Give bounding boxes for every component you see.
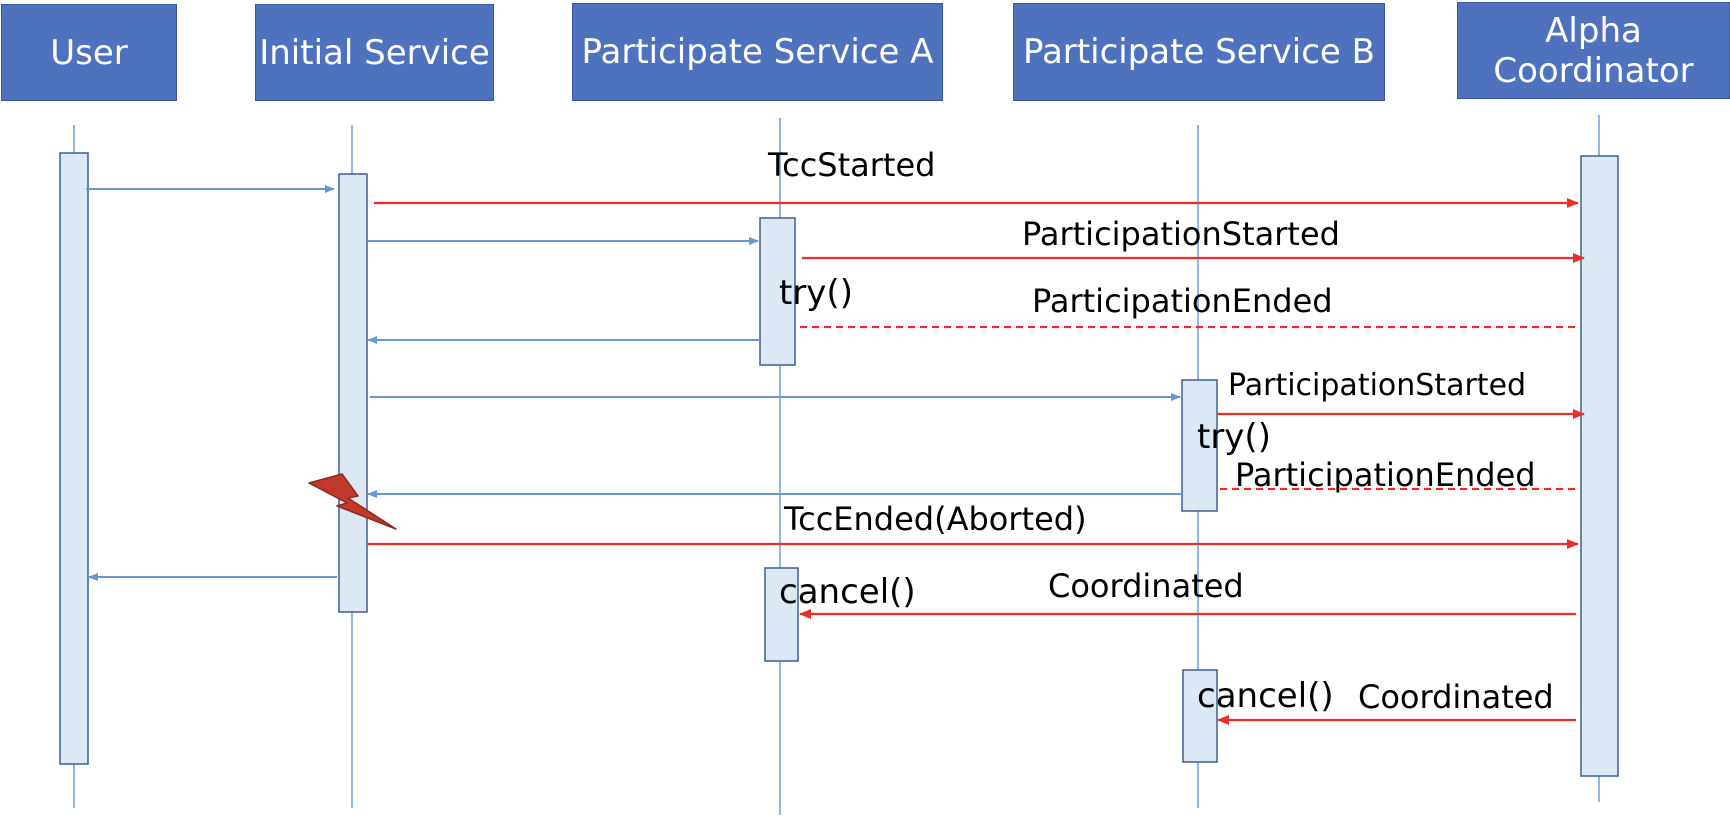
label-a-try: try() <box>779 273 853 313</box>
label-tcc-ended: TccEnded(Aborted) <box>784 500 1087 538</box>
label-b-coordinated: Coordinated <box>1358 678 1554 716</box>
label-a-participation-started: ParticipationStarted <box>1022 215 1340 253</box>
participant-service-a: Participate Service A <box>572 3 943 101</box>
label-a-coordinated: Coordinated <box>1048 567 1244 605</box>
participant-alpha-coordinator: Alpha Coordinator <box>1457 2 1730 99</box>
lightning-bolt-icon <box>308 473 397 530</box>
label-a-participation-ended: ParticipationEnded <box>1032 282 1333 320</box>
participant-service-b: Participate Service B <box>1013 3 1385 101</box>
participant-initial-service-label: Initial Service <box>259 32 490 73</box>
label-b-participation-ended: ParticipationEnded <box>1235 456 1536 494</box>
participant-user: User <box>1 4 177 101</box>
activation-service-a-cancel <box>764 567 799 662</box>
label-b-cancel: cancel() <box>1197 676 1334 716</box>
participant-alpha-coordinator-label: Alpha Coordinator <box>1493 10 1694 91</box>
label-a-cancel: cancel() <box>779 572 916 612</box>
participant-service-a-label: Participate Service A <box>581 32 934 72</box>
participant-user-label: User <box>50 32 128 73</box>
activation-user <box>59 152 89 765</box>
activation-service-a-try <box>759 217 796 366</box>
participant-service-b-label: Participate Service B <box>1023 32 1375 72</box>
activation-alpha-coordinator <box>1580 155 1619 777</box>
activation-service-b-try <box>1181 379 1218 512</box>
label-tcc-started: TccStarted <box>768 146 936 184</box>
label-b-try: try() <box>1197 417 1271 457</box>
label-b-participation-started: ParticipationStarted <box>1228 368 1527 403</box>
participant-initial-service: Initial Service <box>255 4 494 101</box>
activation-initial-service <box>338 173 368 613</box>
